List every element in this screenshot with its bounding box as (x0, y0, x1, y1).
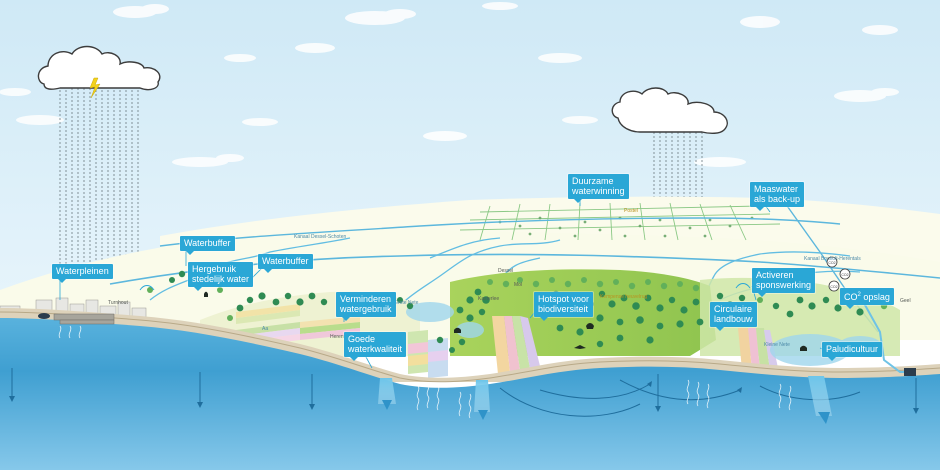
lightning-icon (89, 77, 101, 99)
label-geel: Geel (900, 298, 911, 304)
background-clouds (0, 2, 899, 167)
label-kanaal-bocholt-herentals: Kanaal Bocholt-Herentals (804, 256, 861, 262)
forest-dark (169, 268, 864, 353)
co2-bubble-label: CO2 (828, 261, 835, 265)
co2-bubble-icon (828, 280, 840, 292)
label-aa: Aa (262, 326, 269, 332)
callout-goede-waterkwaliteit: Goede waterkwaliteit (344, 332, 407, 361)
callout-maaswater-back-up: Maaswater als back-up (750, 182, 805, 211)
callout-waterbuffer-mid: Waterbuffer (258, 254, 313, 273)
label-kleine-nete: Kleine Nete (764, 342, 790, 348)
groundwater-flows (11, 368, 917, 417)
city-embankment (53, 313, 115, 325)
callout-circulaire-landbouw: Circulaire landbouw (710, 302, 757, 331)
rain-left (59, 82, 139, 295)
callout-verminderen-watergebruik: Verminderen watergebruik (336, 292, 396, 321)
co2-bubble-icon (826, 256, 838, 268)
kanaal-dessel-schoten (159, 217, 841, 247)
callout-hergebruik-stedelijk-water: Hergebruik stedelijk water (188, 262, 254, 291)
callout-duurzame-waterwinning: Duurzame waterwinning (568, 174, 629, 203)
infiltration-curls (58, 325, 792, 419)
cloud-right (611, 87, 728, 135)
field-strips-middle (408, 316, 540, 378)
label-herentals: Herentals (330, 334, 352, 340)
co2-bubble-label: CO2 (830, 285, 837, 289)
callout-waterpleinen: Waterpleinen (52, 264, 113, 283)
label-grote-nete: Grote Nete (394, 300, 419, 306)
co2-bubble-label: CO2 (841, 273, 848, 277)
storm-cloud-left (37, 45, 161, 99)
soil-line (0, 311, 940, 383)
callout-hotspot-biodiversiteit: Hotspot voor biodiversiteit (534, 292, 594, 321)
callout-activeren-sponswerking: Activeren sponswerking (752, 268, 816, 297)
callout-paludicultuur: Paludicultuur (822, 342, 883, 361)
label-postel: Postel (624, 208, 638, 214)
label-kanaal-dessel-schoten: Kanaal Dessel-Schoten (294, 234, 347, 240)
co2-prefix: CO (844, 292, 858, 302)
back-orchard (498, 216, 754, 238)
co2-subscript: 2 (857, 292, 861, 298)
co2-bubbles: CO2 CO2 CO2 (826, 256, 851, 292)
label-kasterlee: Kasterlee (478, 296, 500, 302)
storm-drain (38, 313, 50, 319)
flow-arrowheads (9, 381, 919, 414)
callout-waterbuffer-top: Waterbuffer (180, 236, 235, 255)
east-outlet (904, 368, 916, 376)
label-kempense-heuvelrug: Kempense heuvelrug (600, 294, 648, 300)
discharge-falls (378, 376, 832, 424)
co2-suffix: opslag (860, 292, 890, 302)
callout-co2-opslag: CO2 opslag (840, 288, 894, 309)
label-dessel: Dessel (498, 268, 514, 274)
co2-bubble-icon (839, 268, 851, 280)
label-mol: Mol (514, 282, 523, 288)
label-turnhout: Turnhout (108, 300, 128, 306)
